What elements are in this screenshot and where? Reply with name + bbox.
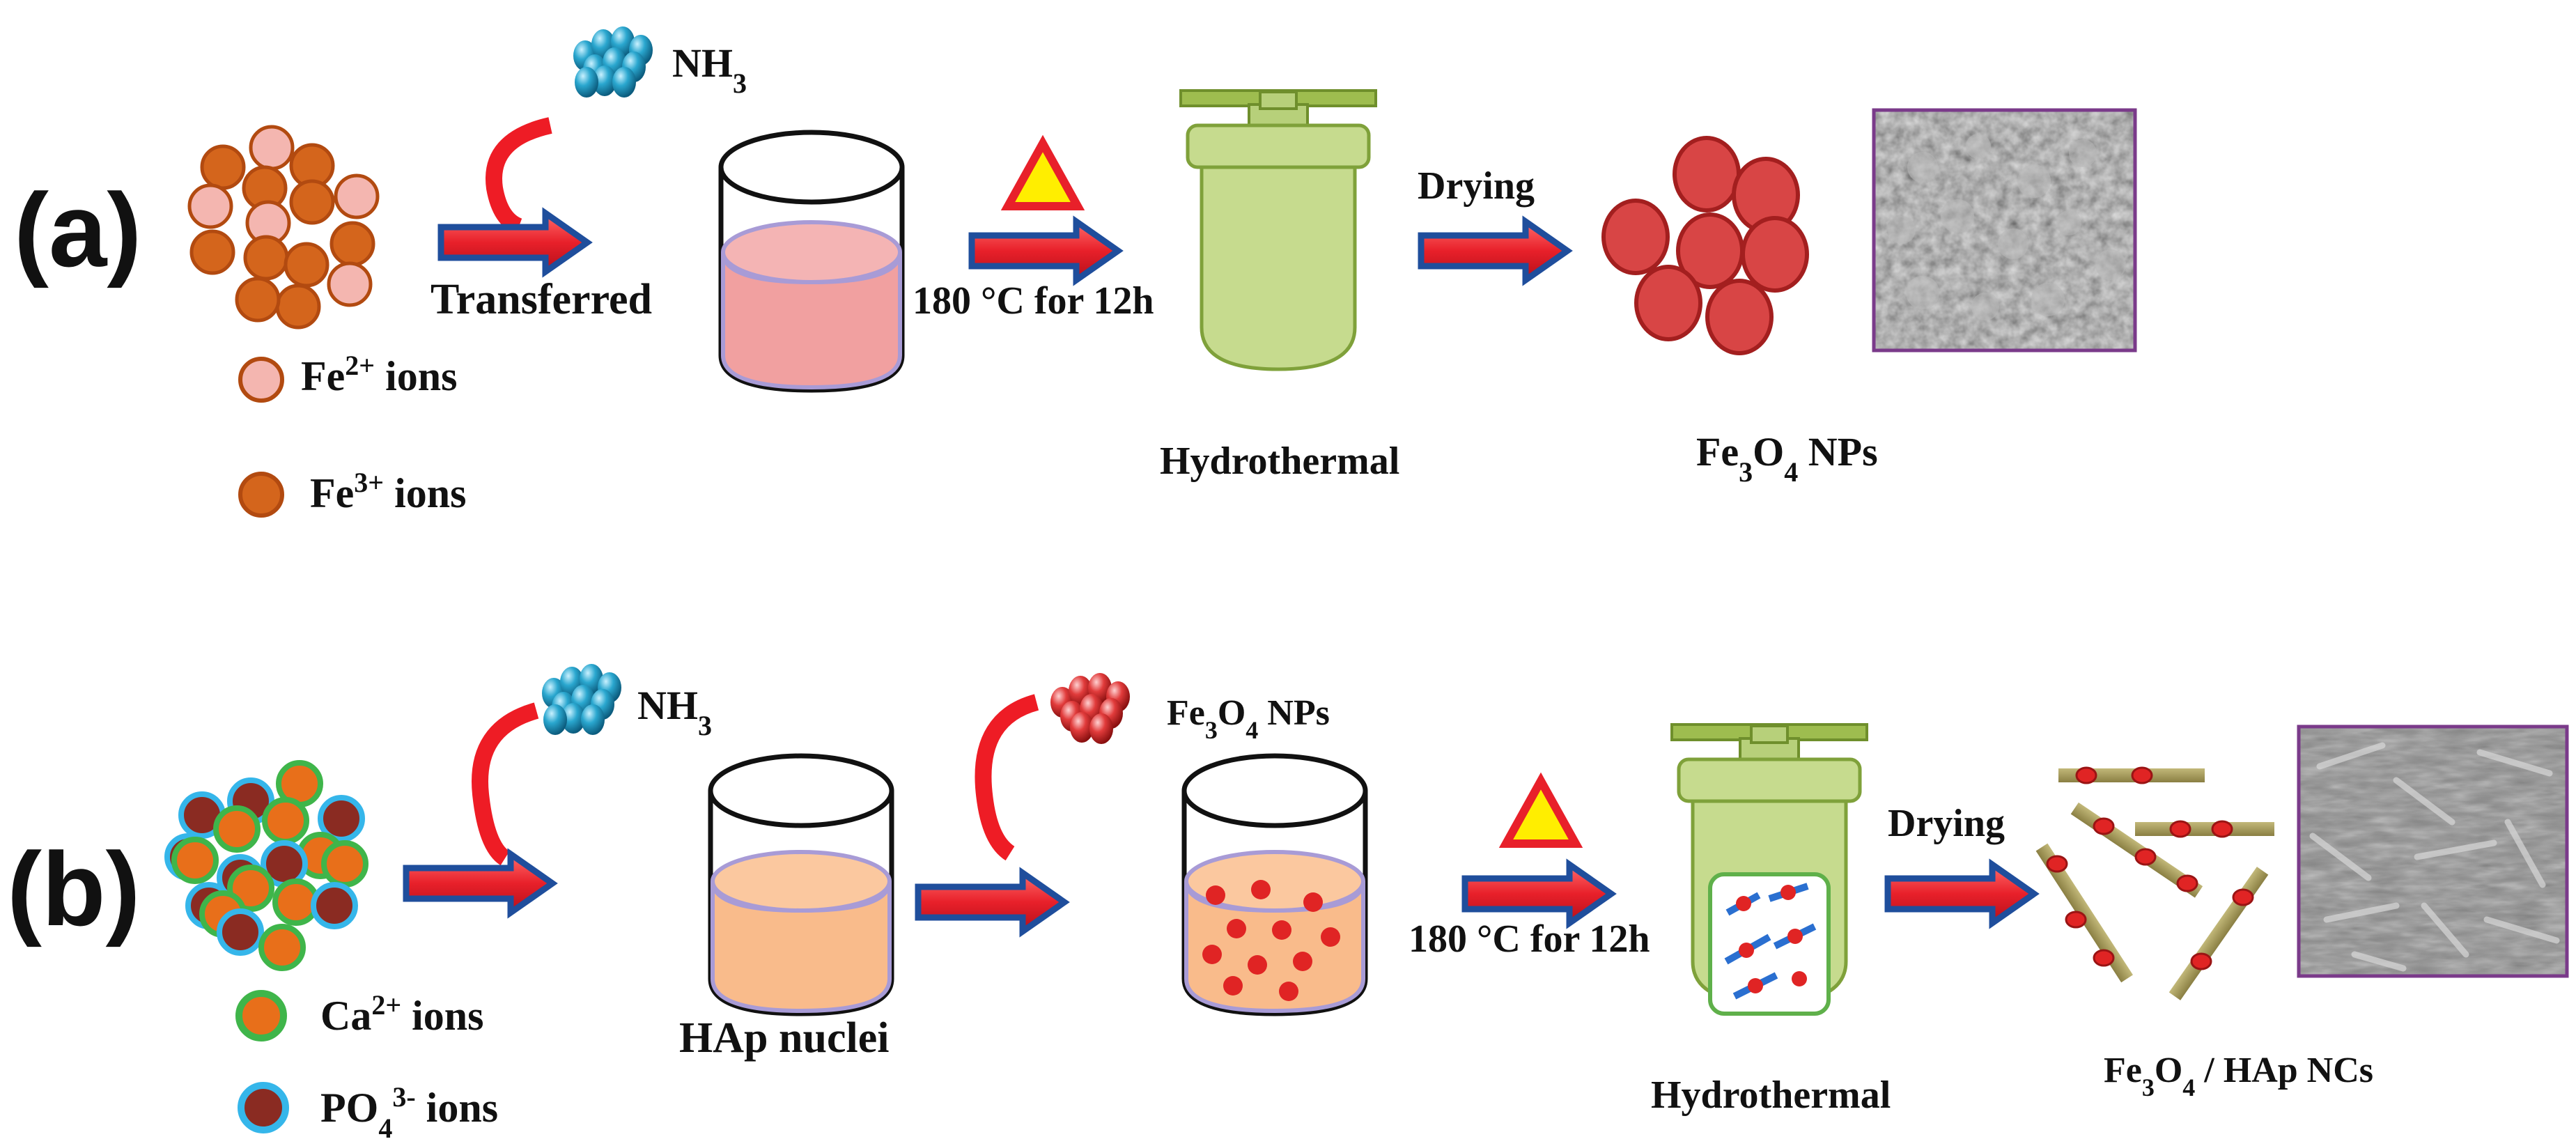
nh3-molecule-cluster-b xyxy=(542,664,621,735)
fe3o4-particle-cluster-b xyxy=(1050,673,1130,744)
arrow-drying-b xyxy=(1888,865,2034,923)
arrow-heating-b xyxy=(1465,865,1611,923)
hydrothermal-reactor-a xyxy=(1181,91,1376,369)
legend-ca-label: Ca2+ ions xyxy=(320,989,484,1039)
transferred-label: Transferred xyxy=(430,276,652,323)
ca-po4-ions-cluster xyxy=(164,760,368,971)
arrow-drying-a xyxy=(1421,222,1567,280)
heating-warning-icon-a xyxy=(1008,144,1078,206)
heat-condition-label-a: 180 °C for 12h xyxy=(913,279,1154,323)
legend-fe2-label: Fe2+ ions xyxy=(301,350,457,400)
nh3-label-a: NH3 xyxy=(672,40,747,99)
sem-image-fe3o4-hap xyxy=(2297,725,2569,978)
sem-image-fe3o4 xyxy=(1872,108,2137,353)
panel-a-label: (a) xyxy=(14,171,141,288)
hap-nuclei-label: HAp nuclei xyxy=(679,1014,889,1062)
fe-ions-cluster xyxy=(187,125,380,330)
legend-fe3-label: Fe3+ ions xyxy=(310,467,466,517)
drying-label-a: Drying xyxy=(1418,164,1535,208)
legend-fe2-ions: Fe2+ ions xyxy=(238,350,457,403)
nh3-label-b: NH3 xyxy=(637,683,712,741)
legend-po4-ions: PO43- ions xyxy=(238,1081,498,1144)
nh3-molecule-cluster-a xyxy=(573,26,653,98)
fe3o4-np-label-a: Fe3O4 NPs xyxy=(1696,429,1878,488)
hydrothermal-label-a: Hydrothermal xyxy=(1160,440,1399,483)
panel-b-label: (b) xyxy=(7,830,141,947)
legend-ca-ions: Ca2+ ions xyxy=(235,989,484,1042)
fe3o4-hap-ncs-label: Fe3O4 / HAp NCs xyxy=(2104,1051,2373,1101)
beaker-hap-fe3o4 xyxy=(1181,753,1368,1016)
fe3o4-np-label-b: Fe3O4 NPs xyxy=(1167,693,1330,744)
fe3o4-nanoparticles xyxy=(1601,136,1809,355)
beaker-fe-solution xyxy=(718,130,905,393)
drying-label-b: Drying xyxy=(1888,802,2005,845)
hydrothermal-reactor-b xyxy=(1672,725,1867,1016)
heating-warning-icon-b xyxy=(1506,781,1576,844)
nh3-addition-hook-b xyxy=(472,702,539,866)
arrow-fe3o4-b xyxy=(918,873,1064,931)
arrow-nh3-b xyxy=(406,854,552,913)
beaker-hap-nuclei xyxy=(708,753,894,1016)
heat-condition-label-b: 180 °C for 12h xyxy=(1409,917,1650,961)
nh3-addition-hook-a xyxy=(486,117,552,235)
legend-po4-label: PO43- ions xyxy=(320,1081,498,1144)
legend-fe3-ions: Fe3+ ions xyxy=(238,467,466,518)
fe3o4-addition-hook xyxy=(975,694,1039,861)
hydrothermal-label-b: Hydrothermal xyxy=(1651,1074,1891,1117)
fe3o4-hap-nanocomposite-rods xyxy=(2035,766,2274,1000)
arrow-heating-a xyxy=(972,222,1118,280)
